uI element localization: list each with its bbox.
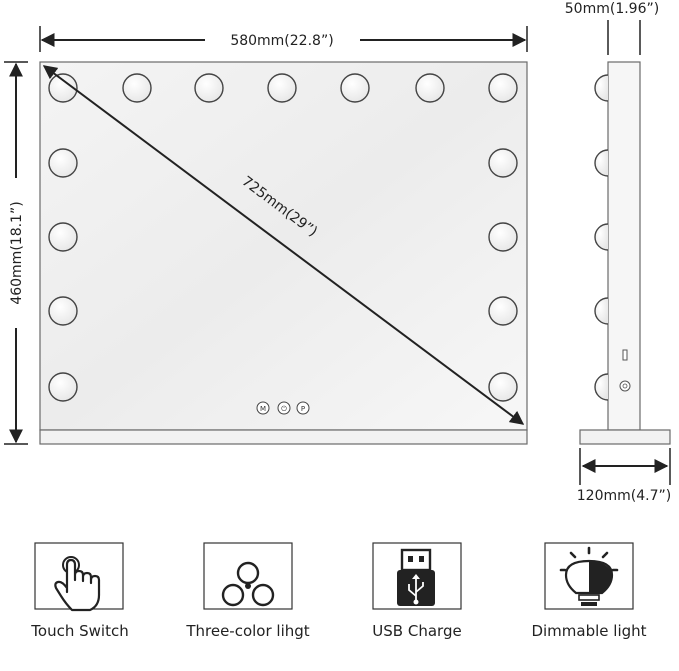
bulb <box>194 73 224 103</box>
height-label: 460mm(18.1”) <box>9 201 25 304</box>
bulb <box>488 296 518 326</box>
bulb <box>488 222 518 252</box>
feature-label-dimmable: Dimmable light <box>531 622 647 640</box>
bulb <box>267 73 297 103</box>
bulb <box>340 73 370 103</box>
diagonal-arrow <box>42 65 525 425</box>
bulb <box>48 148 78 178</box>
width-label: 580mm(22.8”) <box>230 33 333 49</box>
feature-label-usb-charge: USB Charge <box>372 622 462 640</box>
power-port <box>619 380 631 392</box>
bulb <box>488 148 518 178</box>
touch-button-p: P <box>301 405 305 413</box>
base-label: 120mm(4.7”) <box>577 488 671 504</box>
bulb-icon <box>544 542 634 610</box>
bulb <box>415 73 445 103</box>
mirror-base-front <box>39 429 528 445</box>
side-bulbs <box>594 74 609 401</box>
bulb <box>48 372 78 402</box>
touch-buttons: M ⏻ P <box>256 401 310 415</box>
feature-label-three-color: Three-color lihgt <box>186 622 310 640</box>
bulb <box>48 222 78 252</box>
mirror-base-side <box>579 429 671 445</box>
three-color-icon <box>203 542 293 610</box>
depth-label: 50mm(1.96”) <box>565 1 659 17</box>
touch-button-power: ⏻ <box>281 405 287 413</box>
usb-icon <box>372 542 462 610</box>
bulb <box>488 372 518 402</box>
touch-button-m: M <box>260 405 266 413</box>
feature-label-touch-switch: Touch Switch <box>31 622 129 640</box>
mirror-side <box>607 61 641 431</box>
bulb <box>122 73 152 103</box>
bulb <box>48 296 78 326</box>
bulb <box>488 73 518 103</box>
touch-hand-icon <box>34 542 124 612</box>
usb-port <box>622 349 628 361</box>
